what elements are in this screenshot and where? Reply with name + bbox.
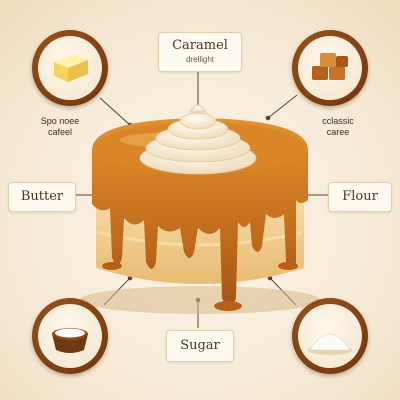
note-left-line-1: Spo noee — [40, 116, 80, 126]
sugar-bowl-icon — [52, 328, 88, 353]
butter-circle — [32, 30, 108, 106]
connector-top-left — [99, 97, 131, 126]
flour-title: Flour — [342, 189, 378, 204]
connector-top-right — [267, 94, 298, 119]
caramel-title: Caramel — [172, 38, 228, 53]
note-left: Spo noee cafeel — [30, 116, 90, 138]
sugar-bowl-circle — [32, 298, 108, 374]
butter-title: Butter — [20, 189, 64, 204]
note-right: cclassic caree — [305, 116, 371, 138]
caramel-label: Caramel drellight — [158, 32, 242, 72]
note-right-line-1: cclassic — [322, 116, 354, 126]
flour-label: Flour — [328, 182, 392, 212]
butter-label: Butter — [8, 182, 76, 212]
caramel-cubes-circle — [292, 30, 368, 106]
sugar-title: Sugar — [180, 338, 220, 353]
sugar-label: Sugar — [166, 330, 234, 362]
flour-pile-circle — [292, 298, 368, 374]
note-right-line-2: caree — [326, 127, 350, 137]
flour-pile-icon — [308, 333, 352, 355]
caramel-cubes-icon — [312, 53, 348, 80]
caramel-subtitle: drellight — [185, 55, 214, 64]
whipped-cream — [139, 104, 257, 175]
note-left-line-2: cafeel — [47, 127, 73, 137]
butter-block-icon — [54, 54, 88, 82]
